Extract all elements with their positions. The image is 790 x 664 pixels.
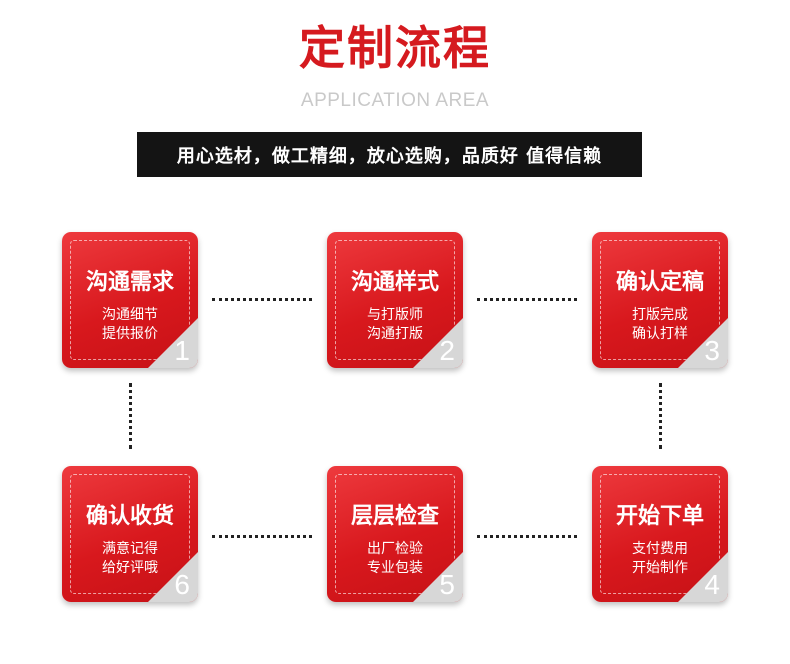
corner-fold xyxy=(678,552,728,602)
connector-1-2 xyxy=(212,298,312,301)
page-title: 定制流程 xyxy=(299,21,491,75)
step-number: 1 xyxy=(174,335,190,366)
step-card-4: 开始下单 支付费用 开始制作 4 xyxy=(592,466,728,602)
slogan-banner: 用心选材，做工精细，放心选购，品质好 值得信赖 xyxy=(137,132,642,177)
dashed-border xyxy=(600,474,720,594)
connector-4-5 xyxy=(477,535,577,538)
step-desc-line1: 打版完成 xyxy=(632,307,688,323)
step-card-2: 沟通样式 与打版师 沟通打版 2 xyxy=(327,232,463,368)
page-subtitle: APPLICATION AREA xyxy=(300,90,490,111)
connector-2-3 xyxy=(477,298,577,301)
step-heading: 沟通样式 xyxy=(350,270,439,295)
step-desc-line1: 满意记得 xyxy=(102,541,158,557)
step-heading: 层层检查 xyxy=(350,504,439,529)
connector-3-4 xyxy=(659,383,662,449)
step-number: 5 xyxy=(439,569,455,600)
connector-5-6 xyxy=(212,535,312,538)
step-desc-line2: 给好评哦 xyxy=(102,560,158,576)
dashed-border xyxy=(335,474,455,594)
step-desc-line1: 出厂检验 xyxy=(367,541,423,557)
corner-fold xyxy=(148,552,198,602)
step-card-6: 确认收货 满意记得 给好评哦 6 xyxy=(62,466,198,602)
step-number: 2 xyxy=(439,335,455,366)
step-desc-line2: 确认打样 xyxy=(632,326,688,342)
step-card-1: 沟通需求 沟通细节 提供报价 1 xyxy=(62,232,198,368)
step-desc-line1: 与打版师 xyxy=(367,307,423,323)
step-heading: 确认收货 xyxy=(85,504,174,529)
corner-fold xyxy=(148,318,198,368)
dashed-border xyxy=(335,240,455,360)
step-card-3: 确认定稿 打版完成 确认打样 3 xyxy=(592,232,728,368)
connector-6-1 xyxy=(129,383,132,449)
step-heading: 沟通需求 xyxy=(85,270,174,295)
corner-fold xyxy=(678,318,728,368)
step-desc-line2: 专业包装 xyxy=(367,560,423,576)
step-heading: 确认定稿 xyxy=(615,270,704,295)
step-desc-line2: 开始制作 xyxy=(632,560,688,576)
corner-fold xyxy=(413,552,463,602)
step-desc-line1: 支付费用 xyxy=(632,541,688,557)
corner-fold xyxy=(413,318,463,368)
step-heading: 开始下单 xyxy=(615,504,704,529)
dashed-border xyxy=(600,240,720,360)
dashed-border xyxy=(70,474,190,594)
step-desc-line1: 沟通细节 xyxy=(102,307,158,323)
step-number: 3 xyxy=(704,335,720,366)
step-number: 4 xyxy=(704,569,720,600)
dashed-border xyxy=(70,240,190,360)
step-number: 6 xyxy=(174,569,190,600)
step-card-5: 层层检查 出厂检验 专业包装 5 xyxy=(327,466,463,602)
step-desc-line2: 沟通打版 xyxy=(367,326,423,342)
step-desc-line2: 提供报价 xyxy=(102,326,158,342)
